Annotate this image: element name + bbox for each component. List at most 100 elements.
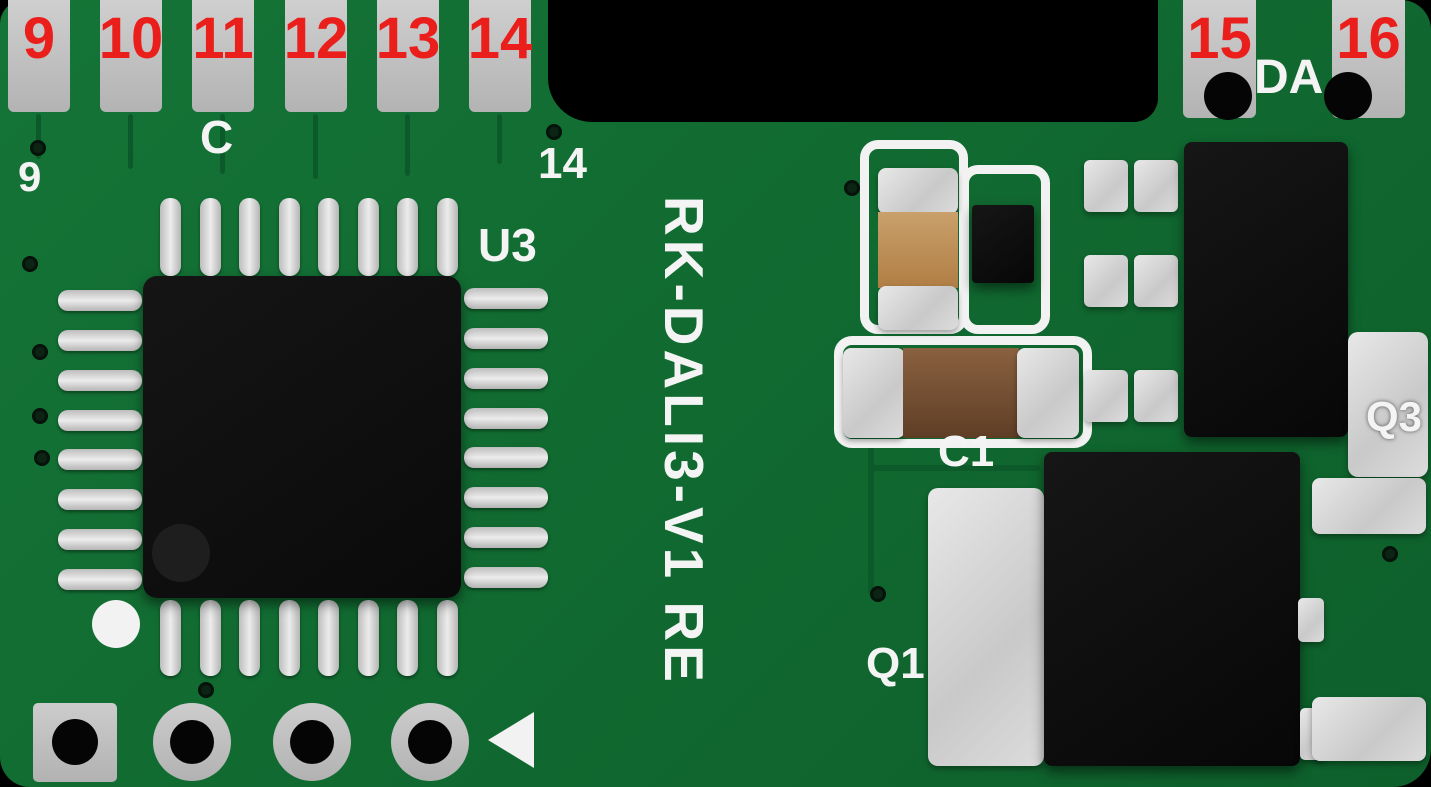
ic-pin	[464, 288, 548, 309]
ic-pin	[58, 449, 142, 471]
silkscreen-u3: U3	[478, 219, 537, 271]
board-edge-notch	[548, 0, 1158, 122]
edge-pad-10: 10	[99, 0, 163, 112]
smd-pad	[1084, 160, 1128, 212]
via	[32, 344, 48, 360]
ic-pin	[464, 447, 548, 469]
trace	[36, 114, 41, 159]
transistor-q1-tab	[928, 488, 1044, 766]
pad-label-16: 16	[1336, 6, 1401, 71]
ic-pin	[278, 198, 300, 276]
ic-pin	[239, 198, 261, 276]
capacitor-c1-end	[843, 348, 905, 438]
smd-pad	[1134, 370, 1178, 422]
ic-pin	[239, 600, 261, 676]
ic-pin	[436, 600, 458, 676]
ic-pin	[464, 487, 548, 509]
smd-pad	[1084, 370, 1128, 422]
edge-pad-14: 14	[467, 0, 533, 112]
smd-pad	[1084, 255, 1128, 307]
mounting-hole	[408, 720, 452, 764]
drill-hole	[1324, 72, 1372, 120]
ic-pin	[58, 489, 142, 511]
transistor-q3-tab	[1348, 332, 1428, 477]
pad-label-14: 14	[467, 6, 533, 71]
ic-pin	[58, 329, 142, 351]
silkscreen-outline	[960, 165, 1050, 334]
via	[198, 682, 214, 698]
ic-pin	[464, 327, 548, 349]
mounting-hole	[170, 720, 214, 764]
transistor-q3-body	[1184, 142, 1348, 437]
smd-pad	[1312, 697, 1426, 761]
edge-pad-13: 13	[375, 0, 441, 112]
via	[32, 408, 48, 424]
smd-pad	[1134, 255, 1178, 307]
via	[844, 180, 860, 196]
ic-pin	[278, 600, 300, 676]
ic-pin	[58, 529, 142, 551]
ic-pin	[397, 198, 419, 276]
small-component	[972, 205, 1034, 283]
pad-label-15: 15	[1187, 6, 1252, 71]
transistor-lead	[1298, 598, 1324, 642]
via	[1382, 546, 1398, 562]
capacitor-body-tan	[878, 212, 958, 288]
capacitor-c1-body	[903, 348, 1019, 438]
drill-hole	[1204, 72, 1252, 120]
pad-label-12: 12	[283, 6, 349, 71]
ic-pin	[357, 198, 379, 276]
trace	[497, 114, 502, 164]
capacitor-c1-end	[1017, 348, 1079, 438]
edge-pad-11: 11	[192, 0, 254, 112]
silkscreen-c1: C1	[938, 427, 995, 476]
ic-pin	[397, 600, 419, 676]
ic-pin	[58, 290, 142, 311]
mounting-hole	[290, 720, 334, 764]
via	[22, 256, 38, 272]
ic-pins-left	[58, 290, 142, 590]
silkscreen-9: 9	[18, 153, 42, 200]
pin1-dot-icon	[92, 600, 140, 648]
ic-pin	[160, 198, 181, 276]
trace	[868, 445, 874, 595]
ic-pin	[464, 527, 548, 549]
trace	[313, 114, 318, 179]
trace	[128, 114, 133, 169]
via	[34, 450, 50, 466]
ic-pins-right	[464, 288, 548, 588]
trace	[405, 114, 410, 176]
transistor-q1-body	[1044, 452, 1300, 766]
pin1-triangle-icon	[488, 712, 534, 768]
via	[546, 124, 562, 140]
ic-pin	[58, 369, 142, 391]
silkscreen-q1: Q1	[866, 639, 925, 688]
ic-pin	[58, 568, 142, 590]
ic-pins-bottom	[160, 600, 458, 676]
ic-pin	[357, 600, 379, 676]
ic-pin	[58, 409, 142, 431]
ic-pin	[464, 566, 548, 588]
ic-pin	[199, 600, 221, 676]
trace	[872, 465, 1040, 471]
pad-label-13: 13	[375, 6, 441, 71]
smd-pad	[1312, 478, 1426, 534]
ic-pin1-dimple	[152, 524, 210, 582]
ic-pin	[464, 367, 548, 389]
edge-pad-12: 12	[283, 0, 349, 112]
edge-pad-9: 9	[8, 0, 70, 112]
ic-pin	[318, 198, 340, 276]
silkscreen-da: DA	[1254, 51, 1324, 104]
silkscreen-board-name: RK-DALI3-V1 RE	[653, 196, 715, 686]
ic-pin	[160, 600, 181, 676]
ic-pins-top	[160, 198, 458, 276]
ic-pin	[464, 407, 548, 429]
silkscreen-14: 14	[538, 139, 587, 188]
mounting-hole	[52, 719, 98, 765]
capacitor-end	[878, 168, 958, 214]
pad-label-11: 11	[192, 6, 254, 71]
smd-pad	[1134, 160, 1178, 212]
silkscreen-c: C	[200, 111, 234, 163]
ic-pin	[199, 198, 221, 276]
